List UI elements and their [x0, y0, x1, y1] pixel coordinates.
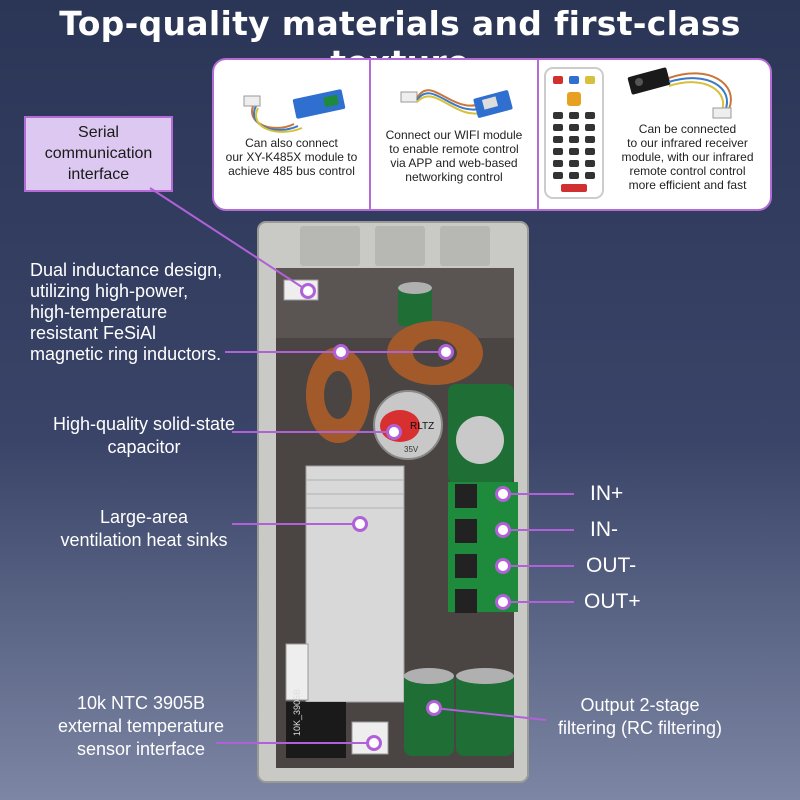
serial-text-line: Serial: [78, 124, 119, 141]
serial-port-marker: [300, 283, 316, 299]
infrared-text-line: to our infrared receiver: [627, 136, 748, 150]
capacitor-text-line: High-quality solid-state: [52, 414, 236, 434]
wifi-module-icon: [400, 89, 513, 118]
wifi-module-panel: Connect our WIFI module to enable remote…: [371, 60, 537, 209]
inductor-text-line: high-temperature: [30, 302, 168, 322]
terminal-marker: [495, 486, 511, 502]
infrared-text-line: module, with our infrared: [621, 150, 754, 164]
infrared-text-line: Can be connected: [638, 122, 737, 136]
ntc-text-line: external temperature: [57, 716, 225, 736]
terminal-marker: [495, 558, 511, 574]
inductor-marker: [333, 344, 349, 360]
inductor-text-line: magnetic ring inductors.: [30, 344, 222, 364]
filtering-text-line: filtering (RC filtering): [557, 718, 723, 738]
rs485-module-icon: [243, 89, 346, 133]
inductor-text-line: Dual inductance design,: [30, 260, 223, 280]
serial-text-line: communication: [44, 145, 153, 162]
rs485-module-panel: Can also connect our XY-K485X module to …: [214, 60, 369, 209]
rs485-text-line: our XY-K485X module to: [225, 150, 358, 164]
capacitor-marker: [386, 424, 402, 440]
ntc-text-line: sensor interface: [76, 739, 206, 759]
terminal-label-out-plus: OUT+: [584, 590, 641, 613]
wifi-text-line: to enable remote control: [389, 142, 519, 156]
capacitor-callout: High-quality solid-state capacitor: [28, 413, 260, 459]
terminal-marker: [495, 522, 511, 538]
module-panel-group: Can also connect our XY-K485X module to …: [212, 58, 772, 211]
ntc-marker: [366, 735, 382, 751]
heatsink-text-line: ventilation heat sinks: [60, 530, 228, 550]
rs485-text-line: achieve 485 bus control: [228, 164, 355, 178]
ntc-silkscreen-mark: 10K_3905B: [292, 689, 302, 736]
ntc-text-line: 10k NTC 3905B: [76, 693, 206, 713]
remote-control-icon: [544, 67, 604, 199]
wifi-text-line: Connect our WIFI module: [385, 128, 523, 142]
rs485-text-line: Can also connect: [245, 136, 338, 150]
heatsink-marker: [352, 516, 368, 532]
heatsink-text-line: Large-area: [99, 507, 189, 527]
capacitor-rating-mark: 35V: [404, 445, 419, 454]
serial-interface-callout: Serial communication interface: [24, 116, 173, 192]
inductor-text-line: resistant FeSiAl: [30, 323, 157, 343]
infrared-text-line: remote control control: [629, 164, 746, 178]
inductor-callout: Dual inductance design, utilizing high-p…: [30, 260, 260, 365]
wifi-text-line: networking control: [405, 170, 503, 184]
panel-divider: [537, 60, 539, 209]
infrared-receiver-icon: [627, 67, 732, 119]
wifi-text-line: via APP and web-based: [390, 156, 518, 170]
terminal-label-in-plus: IN+: [590, 482, 624, 505]
terminal-label-out-minus: OUT-: [586, 554, 637, 577]
inductor-text-line: utilizing high-power,: [30, 281, 189, 301]
serial-text-line: interface: [67, 166, 130, 183]
capacitor-text-line: capacitor: [107, 437, 181, 457]
ntc-callout: 10k NTC 3905B external temperature senso…: [30, 692, 252, 761]
panel-divider: [369, 60, 371, 209]
filtering-text-line: Output 2-stage: [580, 695, 700, 715]
capacitor-brand-mark: RLTZ: [410, 421, 434, 432]
filter-marker: [426, 700, 442, 716]
terminal-label-in-minus: IN-: [590, 518, 618, 541]
infrared-module-panel: Can be connected to our infrared receive…: [539, 60, 770, 209]
terminal-marker: [495, 594, 511, 610]
inductor-marker: [438, 344, 454, 360]
heatsink-callout: Large-area ventilation heat sinks: [28, 506, 260, 552]
infrared-text-line: more efficient and fast: [628, 178, 747, 192]
filtering-callout: Output 2-stage filtering (RC filtering): [540, 694, 740, 740]
